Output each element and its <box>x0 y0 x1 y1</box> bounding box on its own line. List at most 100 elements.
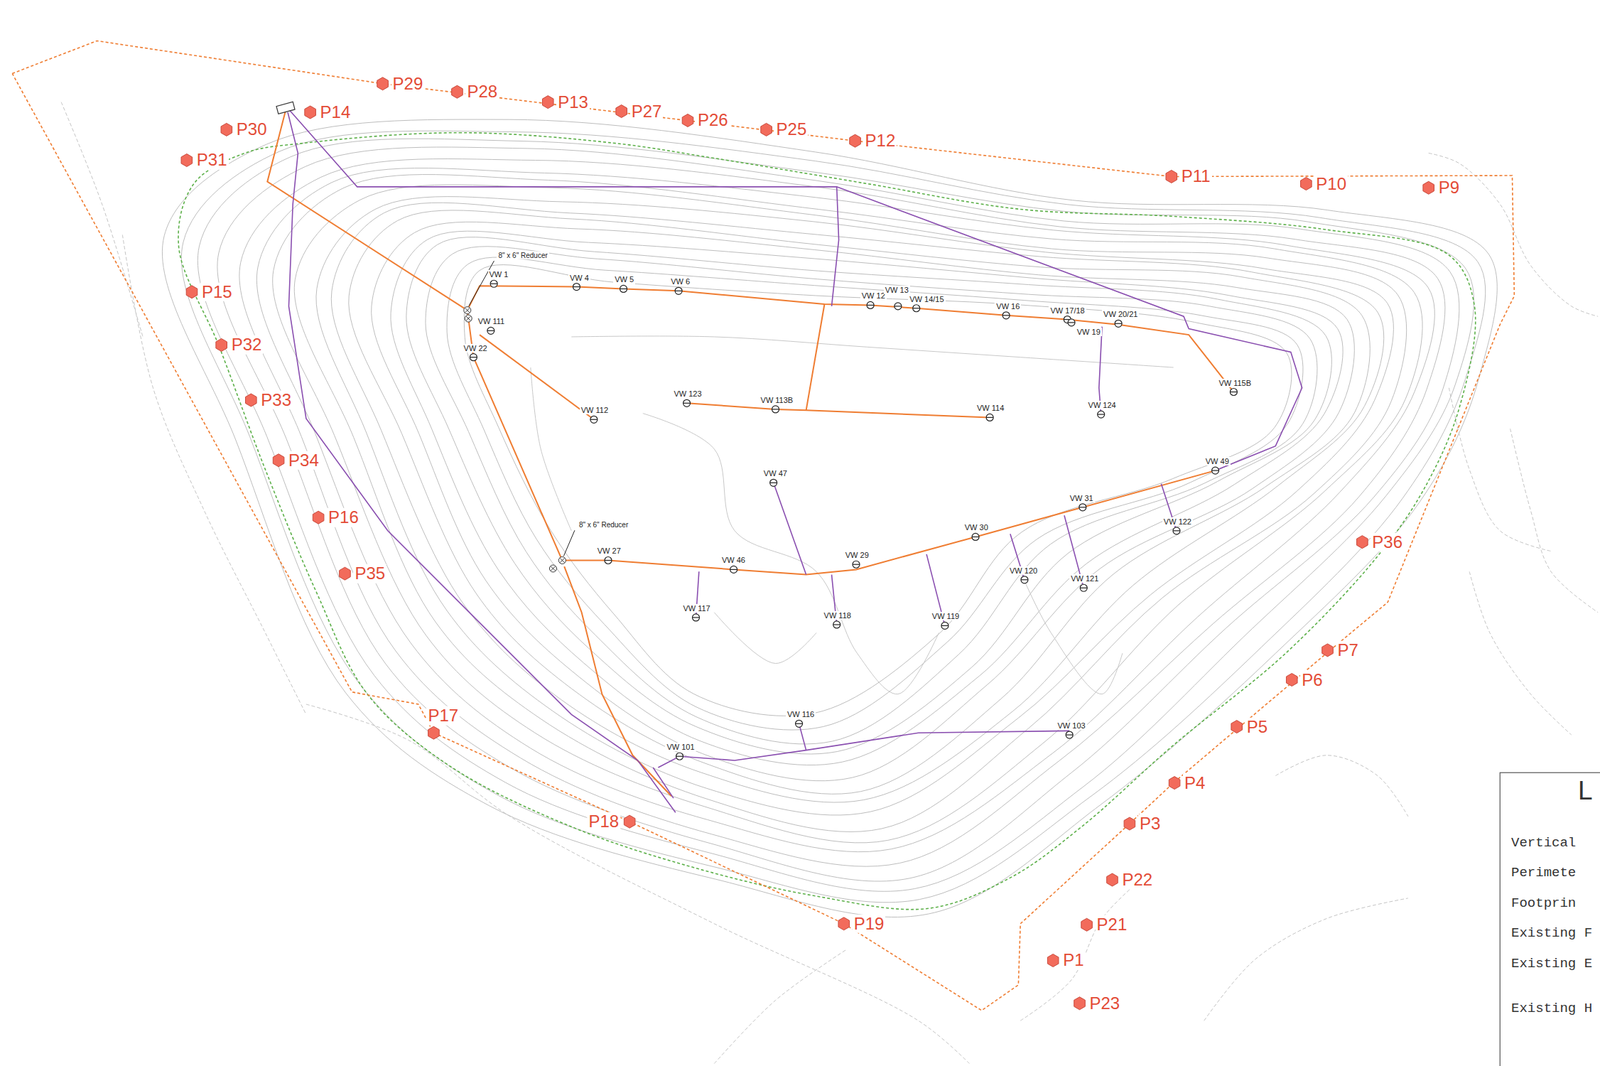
well-symbol <box>674 287 683 295</box>
well-label: VW 111 <box>476 316 507 326</box>
terrain-line <box>642 413 940 695</box>
legend-box <box>1499 772 1600 1066</box>
contour-group <box>61 102 1598 1064</box>
lateral-pipe <box>799 723 807 750</box>
well-symbol <box>770 478 778 486</box>
contour-line <box>294 184 1407 832</box>
well-symbol <box>1229 388 1237 396</box>
well-symbol <box>1173 530 1181 531</box>
probe-label: P23 <box>1088 993 1122 1013</box>
probe-label: P21 <box>1095 915 1129 934</box>
probe-marker <box>312 510 324 524</box>
contour-line <box>331 202 1384 803</box>
well-symbol <box>941 621 949 629</box>
reducer-note: 8" x 6" Reducer <box>577 520 630 529</box>
lateral-pipe <box>773 482 807 575</box>
well-label: VW 27 <box>596 546 623 555</box>
flare-symbol <box>276 101 295 114</box>
well-symbol <box>971 536 980 538</box>
well-label: VW 31 <box>1068 493 1095 503</box>
well-symbol <box>1173 527 1181 535</box>
probe-marker <box>186 285 198 299</box>
well-symbol <box>620 288 628 290</box>
probe-label: P29 <box>391 74 425 94</box>
contour-line <box>161 119 1497 917</box>
probe-label: P34 <box>287 451 321 470</box>
well-symbol <box>487 330 495 332</box>
header-pipe <box>687 402 991 418</box>
probe-label: P30 <box>235 120 269 139</box>
well-label: VW 30 <box>963 522 990 532</box>
reducer-symbol <box>559 557 565 562</box>
contour-line <box>406 237 1333 754</box>
probe-label: P1 <box>1061 950 1085 970</box>
reducer-symbol <box>463 306 472 315</box>
lateral-pipe <box>831 186 840 307</box>
probe-marker <box>215 338 228 351</box>
contour-line <box>197 138 1474 891</box>
terrain-line <box>571 336 1174 368</box>
probe-label: P18 <box>586 812 621 831</box>
well-label: VW 116 <box>785 709 816 719</box>
probe-label: P13 <box>556 92 590 111</box>
well-symbol <box>1097 410 1105 418</box>
probe-label: P6 <box>1300 669 1324 689</box>
well-symbol <box>1079 503 1087 511</box>
probe-marker <box>220 122 233 136</box>
well-symbol <box>1065 733 1073 735</box>
probe-marker <box>849 134 862 148</box>
reducer-symbol <box>549 564 557 572</box>
probe-marker <box>1123 817 1136 830</box>
probe-label: P36 <box>1370 532 1404 551</box>
probe-label: P31 <box>195 150 229 170</box>
well-label: VW 14/15 <box>907 294 945 304</box>
well-symbol <box>795 723 803 724</box>
well-symbol <box>852 560 860 568</box>
probe-label: P5 <box>1245 716 1269 736</box>
lateral-pipe <box>652 767 674 798</box>
contour-line <box>272 174 1423 843</box>
well-symbol <box>469 353 477 361</box>
well-symbol <box>487 326 495 334</box>
well-symbol <box>1114 319 1122 327</box>
terrain-line <box>714 612 817 664</box>
probe-label: P22 <box>1120 870 1154 889</box>
well-label: VW 120 <box>1008 566 1039 575</box>
well-label: VW 121 <box>1069 574 1100 583</box>
probe-marker <box>623 814 636 828</box>
well-symbol <box>604 556 612 564</box>
probe-marker <box>428 726 440 739</box>
probe-label: P25 <box>775 120 809 139</box>
probe-label: P33 <box>259 390 293 410</box>
probe-marker <box>245 393 258 407</box>
well-label: VW 119 <box>930 611 961 621</box>
probe-label: P17 <box>426 706 460 725</box>
contour-line <box>348 210 1371 794</box>
well-label: VW 117 <box>681 603 712 613</box>
legend-entry: Existing E <box>1511 955 1593 971</box>
well-label: VW 123 <box>672 389 703 398</box>
well-symbol <box>1079 584 1088 592</box>
well-symbol <box>469 356 477 358</box>
well-label: VW 17/18 <box>1048 305 1086 315</box>
well-symbol <box>1067 319 1075 327</box>
well-symbol <box>1002 314 1010 316</box>
well-label: VW 16 <box>994 301 1021 311</box>
terrain-line <box>530 367 572 531</box>
probe-marker <box>1047 953 1059 967</box>
probe-marker <box>304 105 317 119</box>
contour-line <box>239 159 1446 867</box>
well-label: VW 114 <box>975 403 1006 413</box>
well-symbol <box>1020 579 1029 580</box>
well-symbol <box>620 284 628 293</box>
probe-marker <box>1357 535 1369 549</box>
terrain-line <box>122 234 307 715</box>
well-symbol <box>590 419 598 420</box>
probe-marker <box>339 566 351 580</box>
legend-entry: Footprin <box>1511 895 1576 911</box>
probe-label: P28 <box>465 82 499 101</box>
probe-label: P11 <box>1180 166 1213 186</box>
contour-line <box>217 147 1460 881</box>
probe-marker <box>272 453 285 467</box>
